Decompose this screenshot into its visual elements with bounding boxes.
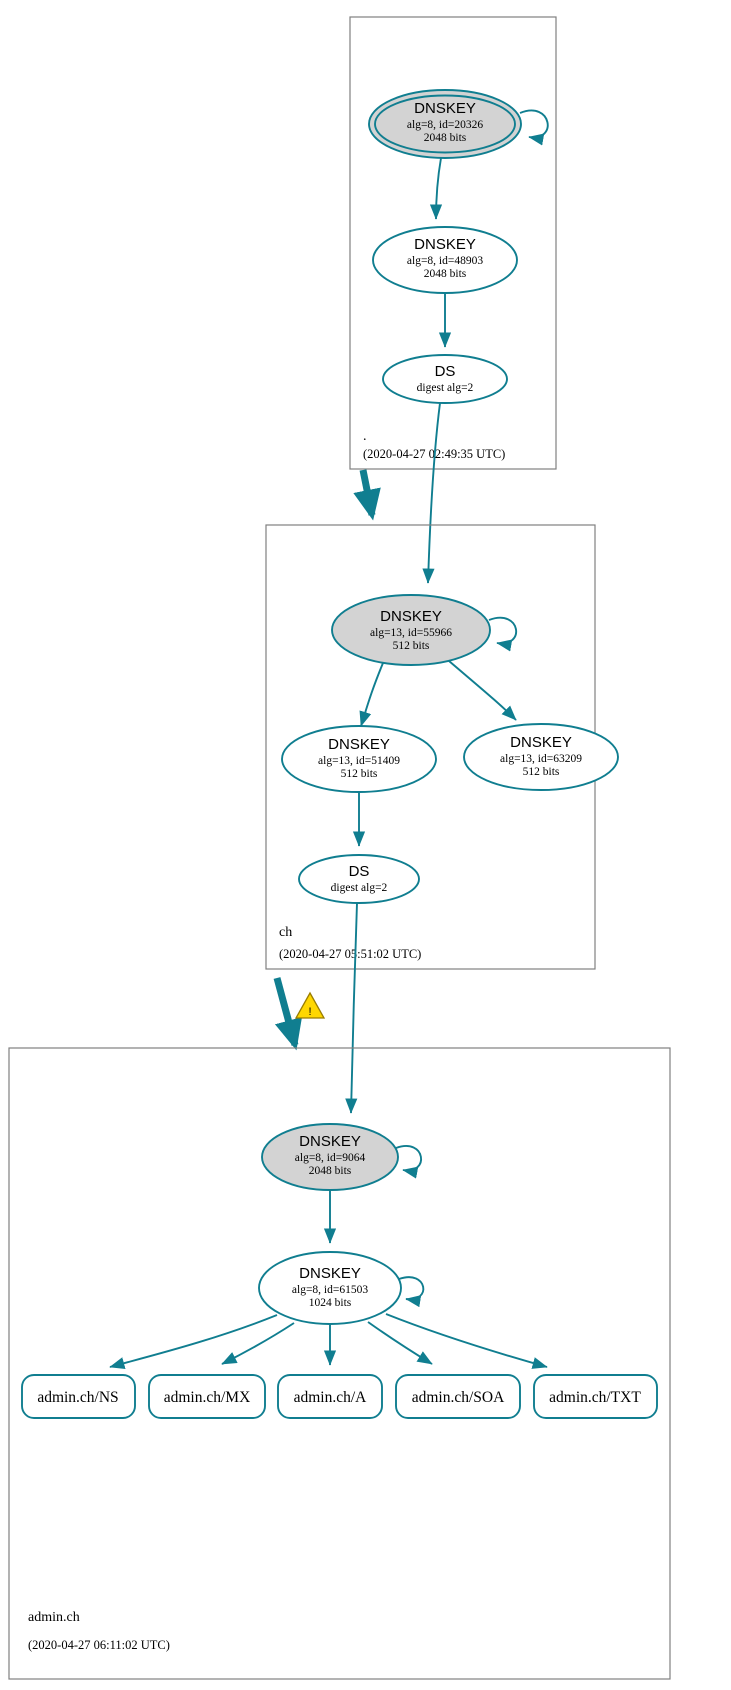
- rrset-admin-ch-txt-label: admin.ch/TXT: [549, 1389, 641, 1406]
- edge-ch-ksk-self-sign: [488, 616, 518, 652]
- edge-adminch-zsk-signs-mx: [221, 1322, 295, 1365]
- node-ch-zsk-63209-line2: alg=13, id=63209: [500, 753, 582, 765]
- node-ch-ksk-ellipse: [331, 594, 491, 666]
- warning-triangle-glyph: !: [308, 1006, 311, 1018]
- rrset-admin-ch-soa[interactable]: admin.ch/SOA: [395, 1374, 521, 1419]
- zone-label-ch: ch: [279, 925, 292, 940]
- edge-ds-ch-to-ch-ksk: [422, 402, 441, 584]
- edge-delegation-root-to-ch: [353, 469, 381, 521]
- node-ch-ds-adminch-ellipse: [298, 854, 420, 904]
- node-root-zsk-line2: alg=8, id=48903: [407, 255, 483, 267]
- edge-delegation-ch-to-adminch: [273, 977, 302, 1051]
- node-root-ksk-line3: 2048 bits: [424, 132, 467, 144]
- rrset-admin-ch-soa-label: admin.ch/SOA: [412, 1389, 505, 1406]
- node-ch-zsk-51409-line3: 512 bits: [341, 768, 378, 780]
- warning-triangle-icon[interactable]: !: [294, 991, 326, 1019]
- node-root-ds-ch-title: DS: [435, 363, 456, 380]
- edge-root-ksk-signs-zsk: [429, 157, 443, 220]
- rrset-admin-ch-soa-box: [395, 1374, 521, 1419]
- edge-ds-adminch-to-adminch-ksk: [345, 902, 358, 1114]
- node-ch-ds-adminch[interactable]: DS digest alg=2: [298, 854, 420, 904]
- node-ch-zsk-51409-title: DNSKEY: [328, 736, 390, 753]
- zone-box-root: [349, 16, 557, 470]
- node-adminch-zsk[interactable]: DNSKEY alg=8, id=61503 1024 bits: [258, 1251, 402, 1325]
- node-ch-zsk-51409-line2: alg=13, id=51409: [318, 755, 400, 767]
- node-ch-zsk-63209-ellipse: [463, 723, 619, 791]
- node-root-ksk-inner-ring: [374, 94, 516, 154]
- rrset-admin-ch-ns-label: admin.ch/NS: [37, 1389, 118, 1406]
- node-adminch-zsk-line2: alg=8, id=61503: [292, 1284, 368, 1296]
- edge-ch-ksk-signs-zsk-63209: [448, 660, 517, 721]
- node-ch-ds-adminch-line2: digest alg=2: [331, 882, 388, 894]
- node-ch-zsk-63209-line3: 512 bits: [523, 766, 560, 778]
- node-adminch-zsk-title: DNSKEY: [299, 1265, 361, 1282]
- zone-label-root: .: [363, 429, 367, 444]
- edge-root-ksk-self-sign: [519, 109, 549, 146]
- zone-timestamp-ch: (2020-04-27 05:51:02 UTC): [279, 947, 421, 961]
- rrset-admin-ch-mx-label: admin.ch/MX: [164, 1389, 251, 1406]
- edge-adminch-ksk-self-sign: [395, 1145, 422, 1179]
- node-root-ksk-title: DNSKEY: [414, 100, 476, 117]
- zone-timestamp-adminch: (2020-04-27 06:11:02 UTC): [28, 1638, 170, 1652]
- edge-adminch-zsk-self-sign: [398, 1276, 425, 1308]
- zone-label-adminch: admin.ch: [28, 1610, 80, 1625]
- rrset-admin-ch-txt-box: [533, 1374, 658, 1419]
- rrset-admin-ch-ns[interactable]: admin.ch/NS: [21, 1374, 136, 1419]
- rrset-admin-ch-ns-box: [21, 1374, 136, 1419]
- node-root-ds-ch-line2: digest alg=2: [417, 382, 474, 394]
- node-root-ksk-line2: alg=8, id=20326: [407, 119, 483, 131]
- node-ch-zsk-63209[interactable]: DNSKEY alg=13, id=63209 512 bits: [463, 723, 619, 791]
- node-root-ds-ch[interactable]: DS digest alg=2: [382, 354, 508, 404]
- node-root-ds-ch-ellipse: [382, 354, 508, 404]
- rrset-admin-ch-a-box: [277, 1374, 383, 1419]
- node-ch-ds-adminch-title: DS: [349, 863, 370, 880]
- node-ch-ksk-line2: alg=13, id=55966: [370, 627, 452, 639]
- node-root-zsk-title: DNSKEY: [414, 236, 476, 253]
- edge-adminch-zsk-signs-soa: [367, 1321, 433, 1365]
- rrset-admin-ch-a[interactable]: admin.ch/A: [277, 1374, 383, 1419]
- rrset-admin-ch-txt[interactable]: admin.ch/TXT: [533, 1374, 658, 1419]
- node-adminch-ksk-title: DNSKEY: [299, 1133, 361, 1150]
- node-ch-ksk[interactable]: DNSKEY alg=13, id=55966 512 bits: [331, 594, 491, 666]
- rrset-admin-ch-a-label: admin.ch/A: [294, 1389, 368, 1406]
- rrset-admin-ch-mx[interactable]: admin.ch/MX: [148, 1374, 266, 1419]
- node-root-ksk[interactable]: DNSKEY alg=8, id=20326 2048 bits: [368, 89, 522, 159]
- node-adminch-ksk-line3: 2048 bits: [309, 1165, 352, 1177]
- zone-box-adminch: [8, 1047, 671, 1680]
- node-adminch-zsk-line3: 1024 bits: [309, 1297, 352, 1309]
- node-ch-ksk-title: DNSKEY: [380, 608, 442, 625]
- node-root-zsk-line3: 2048 bits: [424, 268, 467, 280]
- edge-ch-ksk-signs-zsk-51409: [359, 662, 384, 727]
- node-root-zsk[interactable]: DNSKEY alg=8, id=48903 2048 bits: [372, 226, 518, 294]
- node-ch-ksk-line3: 512 bits: [393, 640, 430, 652]
- rrset-admin-ch-mx-box: [148, 1374, 266, 1419]
- node-adminch-ksk[interactable]: DNSKEY alg=8, id=9064 2048 bits: [261, 1123, 399, 1191]
- edge-adminch-zsk-signs-txt: [385, 1313, 548, 1369]
- node-ch-zsk-63209-title: DNSKEY: [510, 734, 572, 751]
- warning-triangle-shape: [294, 991, 326, 1019]
- node-adminch-ksk-line2: alg=8, id=9064: [295, 1152, 366, 1164]
- edge-adminch-zsk-signs-ns: [109, 1314, 278, 1370]
- node-ch-zsk-51409[interactable]: DNSKEY alg=13, id=51409 512 bits: [281, 725, 437, 793]
